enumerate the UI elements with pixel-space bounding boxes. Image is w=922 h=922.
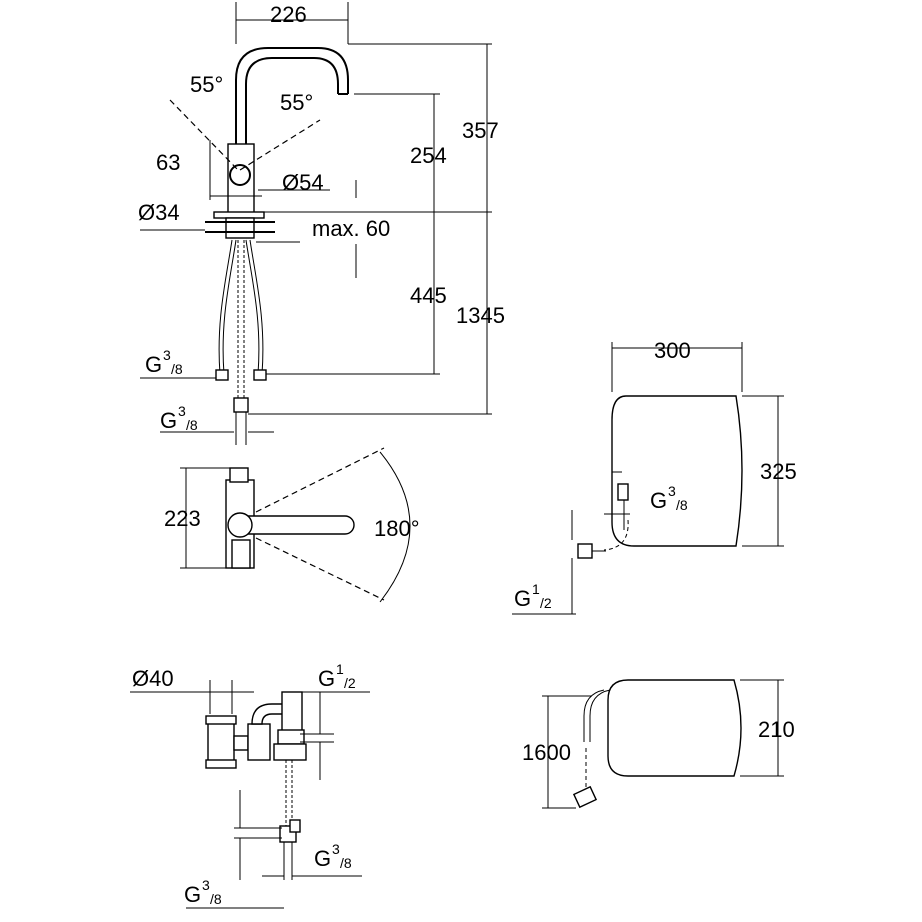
dim-max-60: max. 60 [312,216,390,241]
angle-55-left: 55° [190,72,223,97]
thread-label-1: G 3 /8 [145,347,183,377]
dim-357: 357 [462,118,499,143]
svg-text:G: G [160,408,177,433]
dim-diameter-40: Ø40 [132,666,174,691]
svg-text:G: G [314,846,331,871]
svg-text:/8: /8 [210,891,222,907]
svg-text:G: G [318,666,335,691]
dim-445: 445 [410,283,447,308]
svg-text:/2: /2 [540,595,552,611]
thread-label-4: G 1 /2 [514,581,552,611]
dim-210: 210 [758,717,795,742]
svg-text:/2: /2 [344,675,356,691]
dimension-lines-faucet [140,2,492,433]
dim-1600: 1600 [522,740,571,765]
dim-223: 223 [164,506,201,531]
svg-text:/8: /8 [186,417,198,433]
svg-text:G: G [184,882,201,907]
tank-front-view [512,342,784,615]
svg-text:1: 1 [532,581,540,597]
svg-text:G: G [514,586,531,611]
svg-text:3: 3 [202,877,210,893]
svg-text:G: G [650,488,667,513]
dim-300: 300 [654,338,691,363]
dim-1345: 1345 [456,303,505,328]
thread-label-3: G 3 /8 [650,483,688,513]
angle-180: 180° [374,516,420,541]
faucet-side-view [169,47,349,445]
thread-label-7: G 3 /8 [184,877,222,907]
dim-254: 254 [410,143,447,168]
dim-325: 325 [760,459,797,484]
svg-text:/8: /8 [676,497,688,513]
thread-label-5: G 1 /2 [318,661,356,691]
svg-text:3: 3 [332,841,340,857]
dim-63: 63 [156,150,180,175]
angle-55-right: 55° [280,90,313,115]
svg-text:3: 3 [668,483,676,499]
thread-label-6: G 3 /8 [314,841,352,871]
dim-diameter-34: Ø34 [138,200,180,225]
svg-text:/8: /8 [340,855,352,871]
dim-diameter-54: Ø54 [282,170,324,195]
thread-label-2: G 3 /8 [160,403,198,433]
mixing-valve [130,680,370,909]
svg-text:3: 3 [178,403,186,419]
svg-text:G: G [145,352,162,377]
svg-text:/8: /8 [171,361,183,377]
dim-226: 226 [270,2,307,27]
svg-text:1: 1 [336,661,344,677]
tank-side-view [542,679,784,809]
faucet-top-view [180,447,411,603]
svg-text:3: 3 [163,347,171,363]
